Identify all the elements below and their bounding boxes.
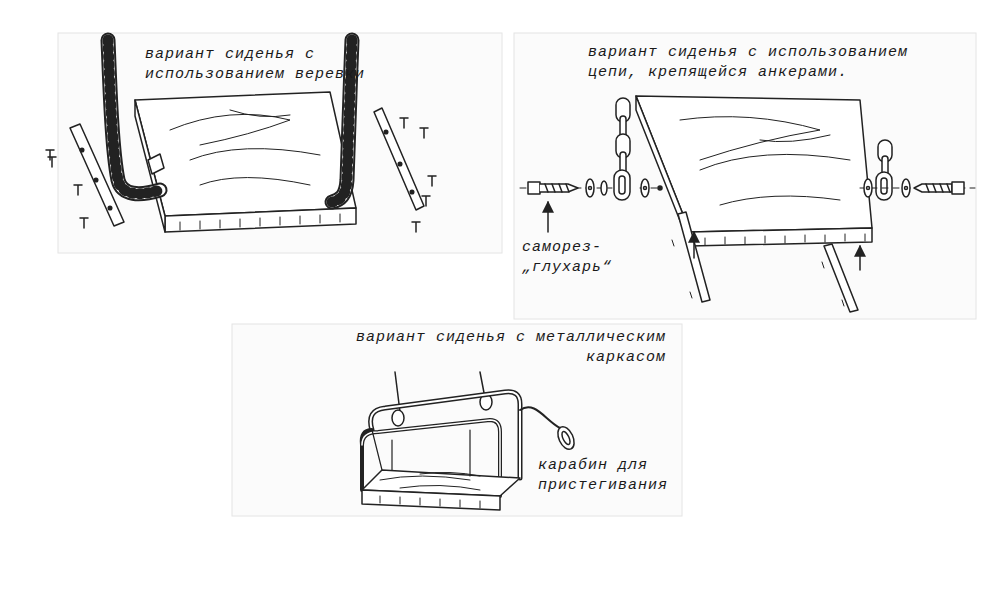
anchor-screw: [520, 179, 975, 197]
wooden-strip: [46, 108, 436, 232]
panel: [232, 324, 682, 516]
note-label: вариант сиденья с использованием веревки: [145, 45, 407, 85]
wooden-strip: [672, 212, 860, 312]
metal-frame-seat: [362, 372, 520, 510]
note-label: саморез- „глухарь“: [522, 238, 644, 278]
note-label: карабин для пристегивания: [538, 456, 680, 496]
note-label: вариант сиденья с металлическим каркасом: [318, 328, 666, 368]
safety-cable: [520, 407, 577, 452]
rope: [108, 40, 352, 202]
note-label: вариант сиденья с использованием цепи, к…: [588, 43, 950, 83]
panel: [58, 33, 502, 253]
chain: [614, 98, 892, 200]
leader-arrow: [547, 202, 549, 232]
chain-seat: [636, 96, 872, 246]
panel: [514, 33, 976, 319]
rope-seat: [135, 92, 356, 232]
